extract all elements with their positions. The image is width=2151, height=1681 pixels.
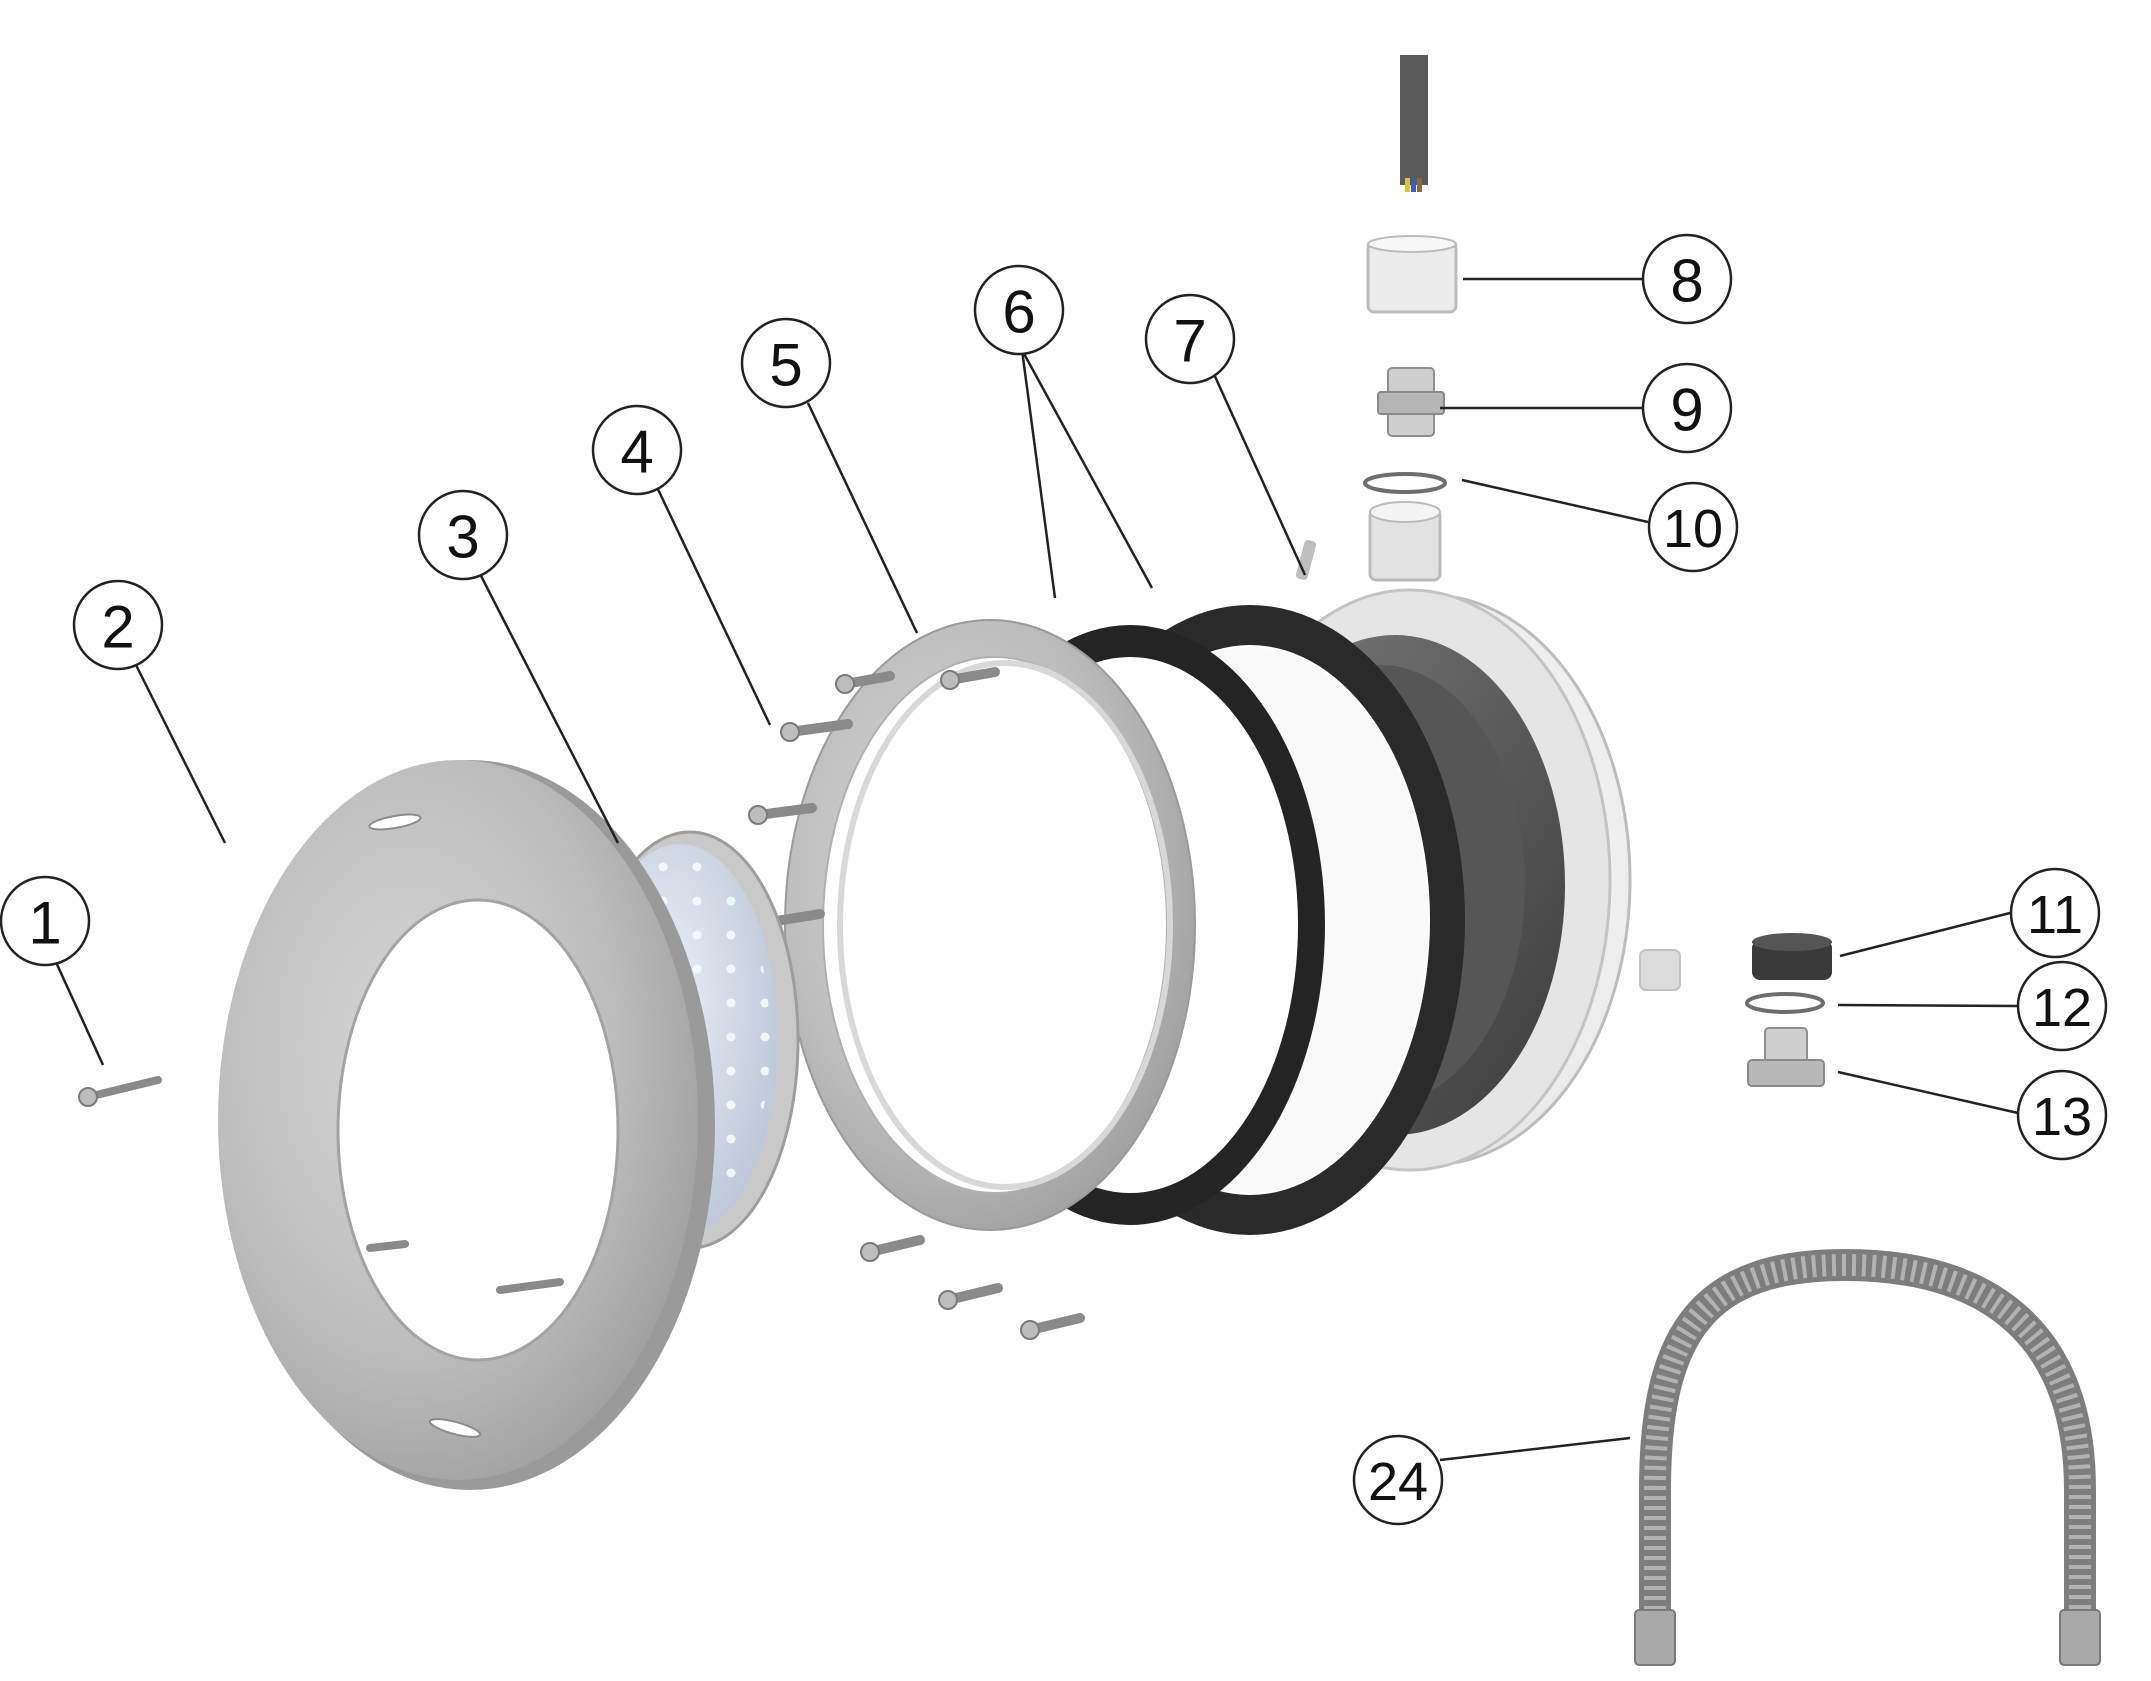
plug-part-13 [1747, 1027, 1825, 1087]
leader-11 [1839, 911, 2011, 958]
callout-number-10: 10 [1663, 499, 1723, 559]
leader-2 [133, 662, 227, 844]
screw-part-1 [78, 1076, 162, 1107]
flexible-hose-part-24 [1634, 1248, 2101, 1666]
callout-number-24: 24 [1368, 1452, 1428, 1512]
callout-circle-5 [740, 317, 832, 409]
callout-circle-2 [72, 579, 164, 671]
callout-number-11: 11 [2027, 885, 2083, 945]
clamping-ring-part-5 [784, 619, 1196, 1231]
callout-circle-6 [973, 264, 1065, 356]
leader-24 [1439, 1436, 1631, 1462]
callout-number-2: 2 [101, 594, 134, 661]
callout-circle-12 [2016, 960, 2108, 1052]
leader-5 [806, 402, 919, 634]
callout-circle-9 [1641, 362, 1733, 454]
leader-6a [1020, 349, 1057, 599]
leader-1 [53, 959, 105, 1066]
callout-circle-7 [1144, 293, 1236, 385]
callout-number-8: 8 [1670, 248, 1703, 315]
callout-number-5: 5 [769, 332, 802, 399]
leader-12 [1837, 1003, 2019, 1008]
callout-number-7: 7 [1173, 308, 1206, 375]
callout-circle-24 [1352, 1434, 1444, 1526]
callout-number-1: 1 [28, 890, 61, 957]
gland-cap-part-8 [1366, 235, 1458, 314]
leader-3 [476, 569, 620, 844]
callouts [0, 233, 2108, 1526]
leader-13 [1837, 1070, 2019, 1115]
callout-circle-13 [2016, 1069, 2108, 1161]
callout-number-4: 4 [620, 419, 653, 486]
callout-circle-3 [417, 489, 509, 581]
callout-number-9: 9 [1670, 377, 1703, 444]
front-cover-part-2 [218, 760, 715, 1490]
callout-labels: 1 2 3 4 5 6 7 8 9 10 11 12 13 24 [28, 248, 2092, 1513]
leader-10 [1461, 478, 1649, 524]
callout-circle-11 [2009, 867, 2101, 959]
power-cable [1400, 55, 1428, 192]
callout-circle-4 [591, 404, 683, 496]
callout-circle-10 [1647, 481, 1739, 573]
threaded-fitting-part-9 [1377, 367, 1445, 437]
o-ring-part-12 [1745, 992, 1825, 1014]
callout-number-12: 12 [2032, 978, 2092, 1038]
callout-circle-1 [0, 875, 91, 967]
leader-4 [653, 482, 772, 726]
callout-number-3: 3 [446, 504, 479, 571]
callout-number-13: 13 [2032, 1087, 2092, 1147]
rubber-seal-part-11 [1752, 933, 1832, 980]
leader-lines [53, 277, 2019, 1462]
leader-6b [1020, 349, 1154, 589]
leader-7 [1211, 371, 1307, 576]
o-ring-part-10 [1363, 472, 1447, 494]
callout-circle-8 [1641, 233, 1733, 325]
callout-number-6: 6 [1002, 279, 1035, 346]
